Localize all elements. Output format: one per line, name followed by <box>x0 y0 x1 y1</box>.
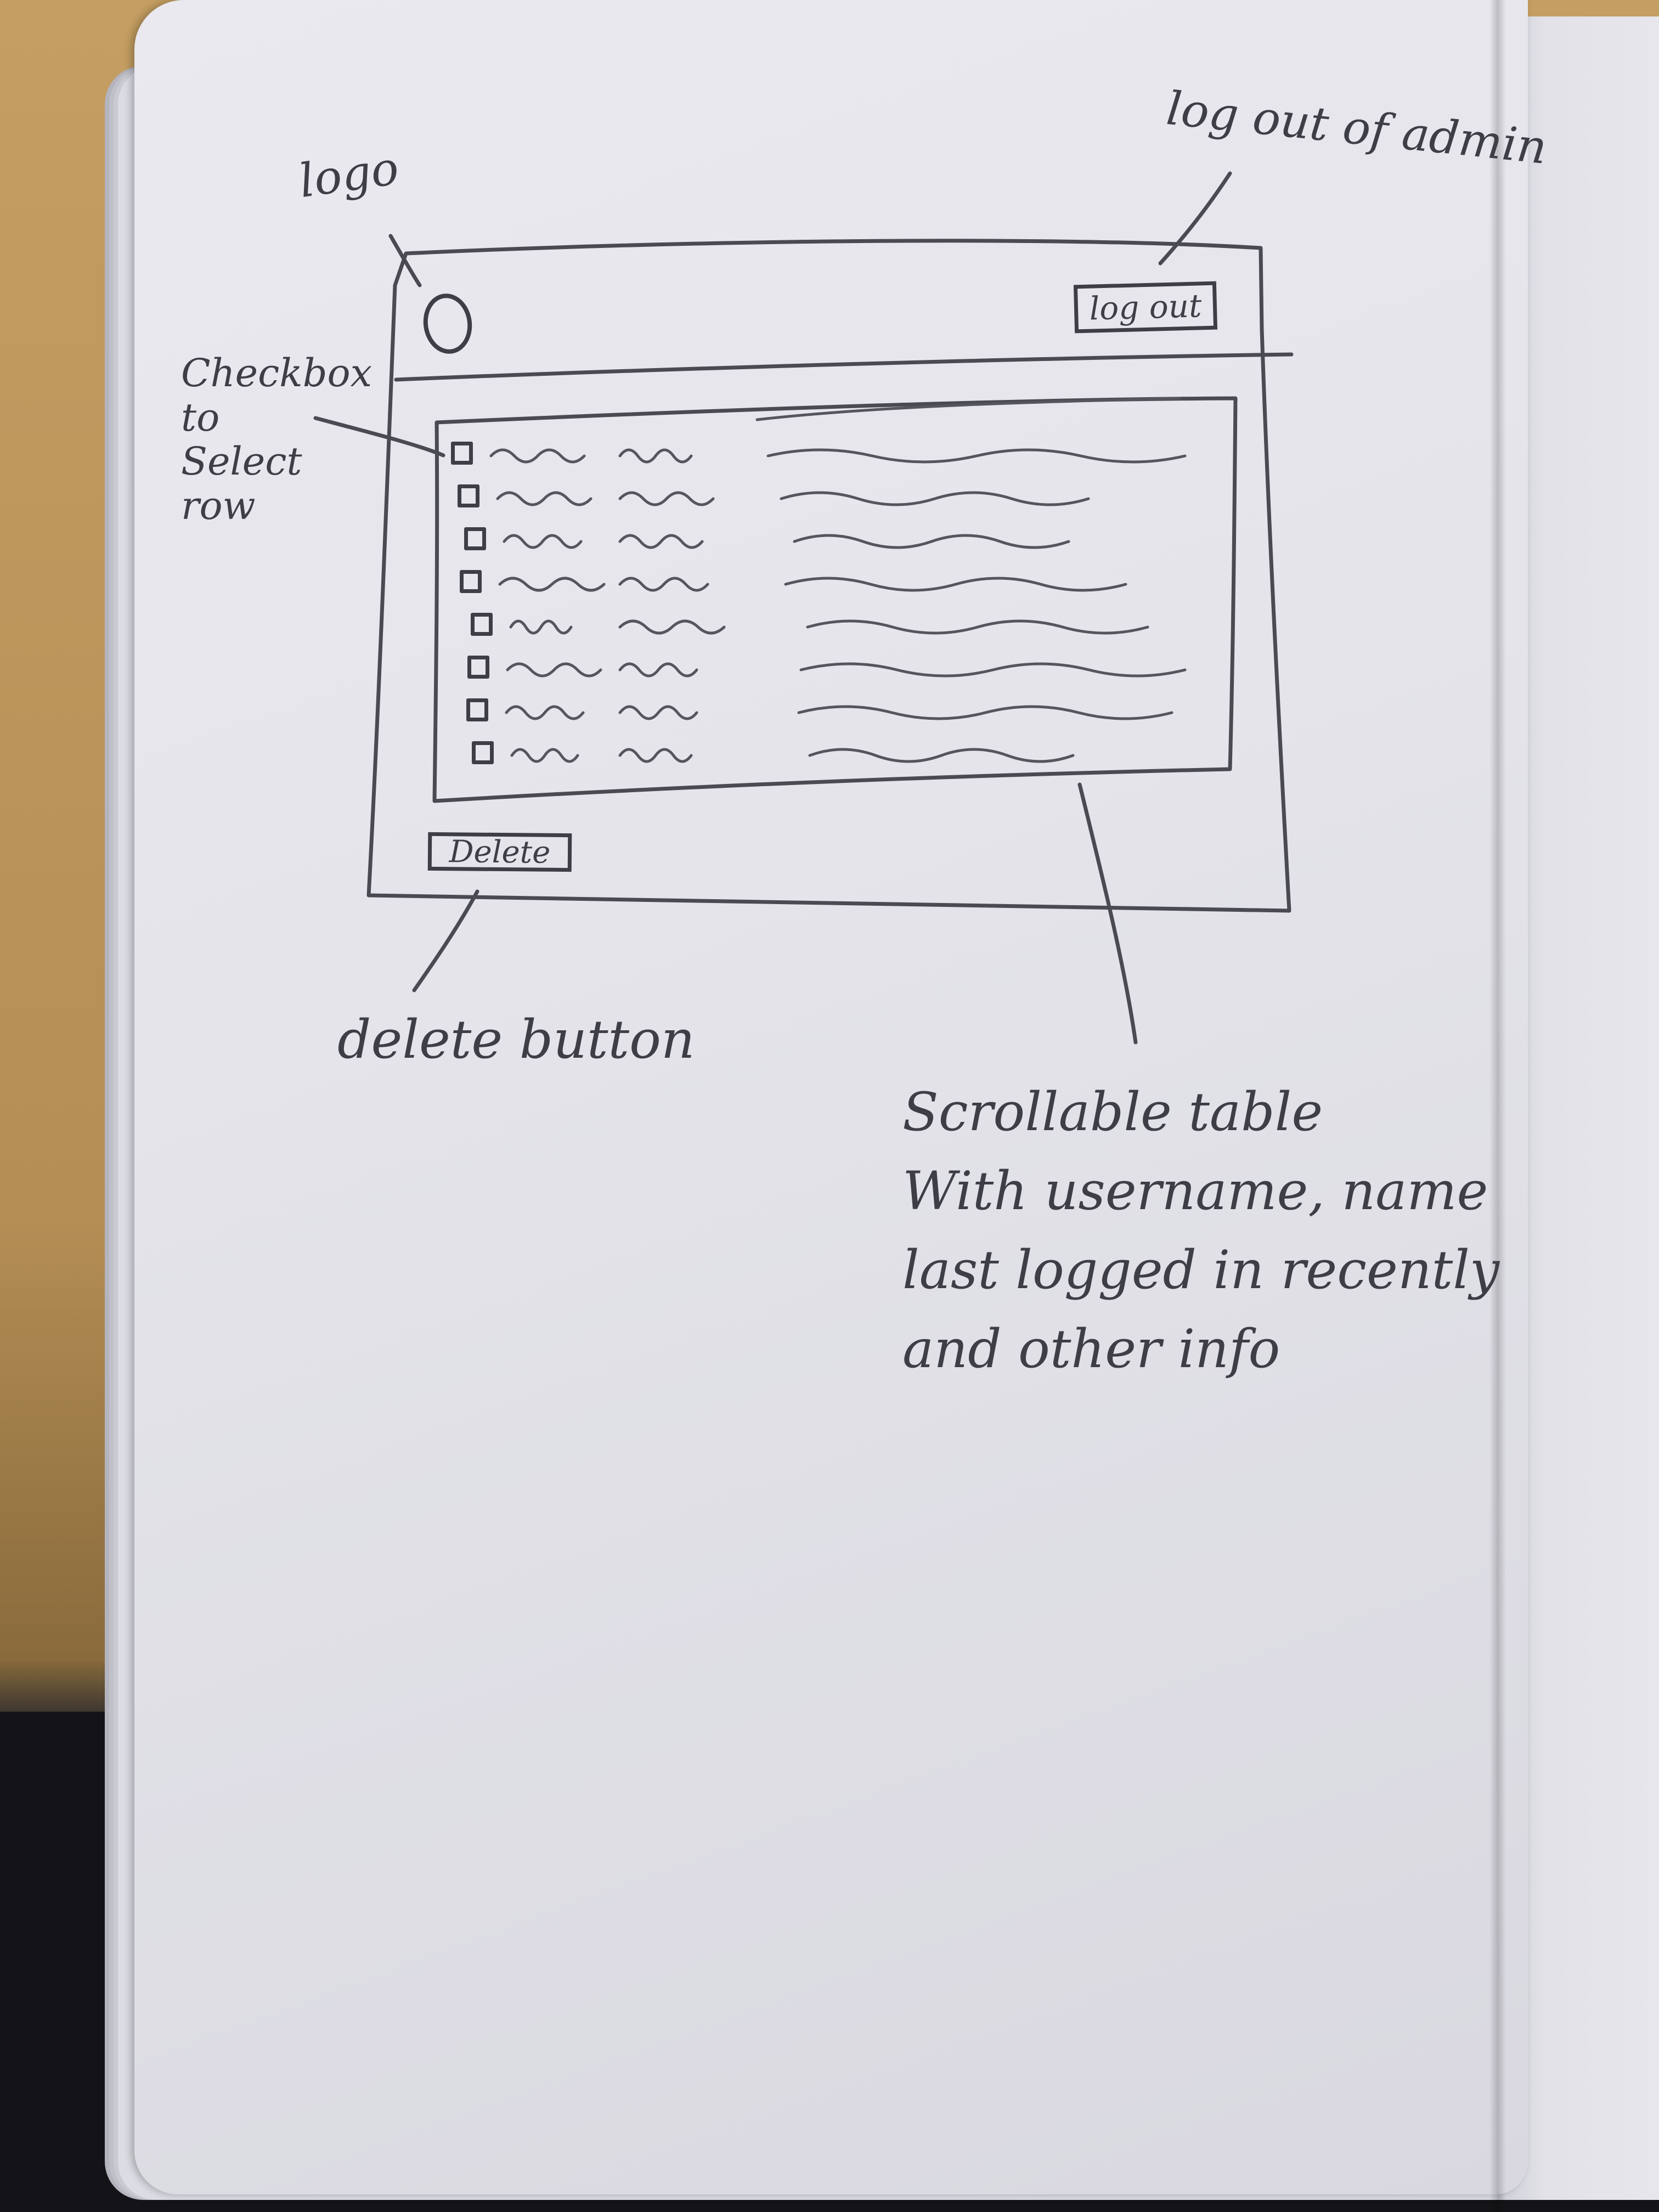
row-info-scribble <box>797 705 1173 720</box>
row-checkbox[interactable] <box>471 613 493 636</box>
table-annotation-line: With username, name <box>902 1160 1488 1222</box>
row-name-scribble <box>618 448 693 464</box>
row-name-scribble <box>618 705 698 720</box>
row-checkbox[interactable] <box>458 484 479 507</box>
row-username-scribble <box>505 705 585 720</box>
checkbox-annotation-line: row <box>181 483 256 528</box>
checkbox-annotation: Checkbox to Select row <box>181 351 372 528</box>
table-annotation-line: and other info <box>902 1318 1280 1380</box>
row-info-scribble <box>808 748 1075 763</box>
row-info-scribble <box>780 491 1090 506</box>
row-username-scribble <box>510 748 579 763</box>
row-username-scribble <box>503 534 583 549</box>
table-annotation: Scrollable table With username, name las… <box>902 1073 1499 1389</box>
row-name-scribble <box>618 534 704 549</box>
row-username-scribble <box>506 662 602 678</box>
delete-button[interactable]: Delete <box>427 832 572 872</box>
row-checkbox[interactable] <box>464 527 486 550</box>
row-username-scribble <box>498 577 606 592</box>
row-checkbox[interactable] <box>460 570 482 593</box>
row-username-scribble <box>496 491 592 506</box>
row-info-scribble <box>799 662 1187 678</box>
row-checkbox[interactable] <box>472 741 494 764</box>
checkbox-annotation-line: Select <box>181 439 302 484</box>
table-top-line <box>755 397 1181 421</box>
row-checkbox[interactable] <box>466 698 488 721</box>
delete-annotation: delete button <box>337 1009 695 1070</box>
checkbox-annotation-line: Checkbox <box>181 351 373 396</box>
row-name-scribble <box>618 491 715 506</box>
table-annotation-line: last logged in recently <box>902 1239 1500 1301</box>
row-info-scribble <box>806 619 1149 635</box>
row-info-scribble <box>766 448 1187 464</box>
row-username-scribble <box>489 448 586 464</box>
logout-button[interactable]: log out <box>1073 281 1218 334</box>
row-info-scribble <box>784 577 1127 592</box>
checkbox-annotation-arrow <box>313 416 445 458</box>
row-name-scribble <box>618 662 698 678</box>
table-annotation-arrow <box>1077 782 1138 1045</box>
table-row-scribbles <box>489 448 1187 763</box>
delete-annotation-arrow <box>412 889 479 992</box>
row-name-scribble <box>618 619 726 635</box>
logo-annotation-arrow <box>388 234 422 287</box>
logout-annotation-arrow <box>1158 171 1232 266</box>
row-checkbox[interactable] <box>451 442 473 465</box>
row-name-scribble <box>618 748 693 763</box>
row-name-scribble <box>618 577 709 592</box>
checkbox-annotation-line: to <box>181 394 220 440</box>
window-frame <box>366 239 1291 913</box>
row-username-scribble <box>509 619 573 635</box>
table-frame <box>432 396 1238 803</box>
row-info-scribble <box>793 534 1070 549</box>
table-annotation-line: Scrollable table <box>902 1081 1323 1143</box>
notebook-gutter <box>1489 0 1506 2212</box>
header-divider <box>394 352 1294 382</box>
row-checkbox[interactable] <box>467 656 489 679</box>
